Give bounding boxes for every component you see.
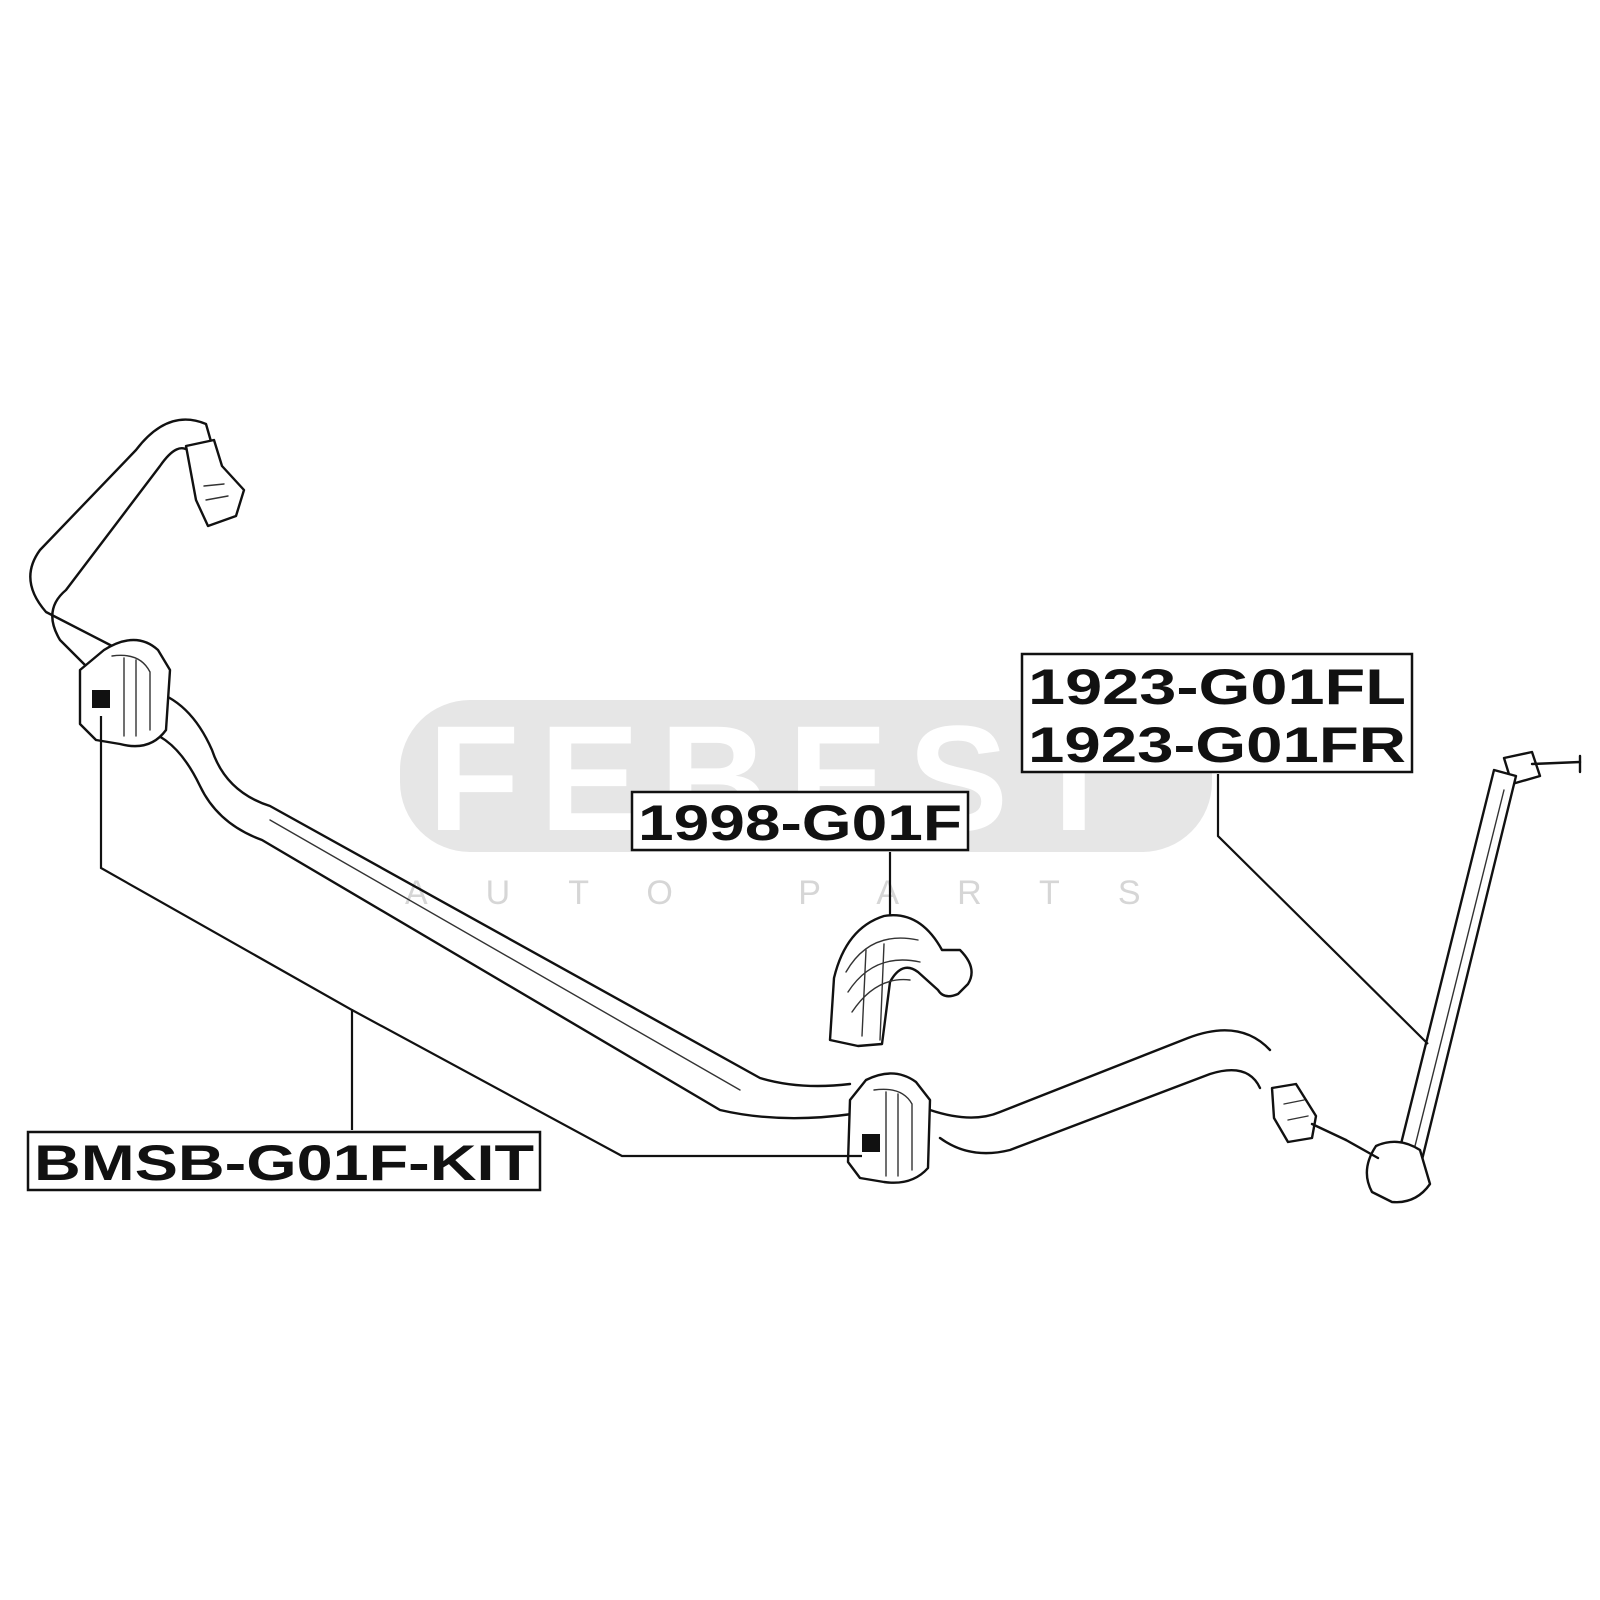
left-bushing-marker bbox=[92, 690, 110, 708]
bushing-label: 1998-G01F bbox=[638, 795, 962, 851]
callout-kit: BMSB-G01F-KIT bbox=[26, 1130, 542, 1192]
right-bushing bbox=[846, 1072, 932, 1184]
watermark-background bbox=[400, 700, 1212, 852]
stabilizer-bar bbox=[29, 418, 1348, 1155]
kit-label: BMSB-G01F-KIT bbox=[34, 1135, 534, 1191]
left-bushing bbox=[78, 638, 172, 748]
callout-bushing: 1998-G01F bbox=[630, 790, 970, 852]
leader-kit-left bbox=[99, 716, 354, 1130]
right-bushing-marker bbox=[862, 1134, 880, 1152]
link-label-left: 1923-G01FL bbox=[1028, 659, 1406, 715]
bushing-detail bbox=[828, 914, 973, 1048]
leader-link bbox=[1216, 774, 1429, 1045]
stabilizer-link bbox=[1344, 750, 1582, 1204]
watermark: FEBEST AUTO PARTS bbox=[400, 694, 1212, 912]
callout-link: 1923-G01FL 1923-G01FR bbox=[1020, 652, 1414, 774]
watermark-tagline: AUTO PARTS bbox=[405, 874, 1199, 912]
leader-kit-right bbox=[351, 1009, 862, 1158]
leader-lines bbox=[99, 716, 1429, 1158]
link-label-right: 1923-G01FR bbox=[1028, 717, 1406, 773]
